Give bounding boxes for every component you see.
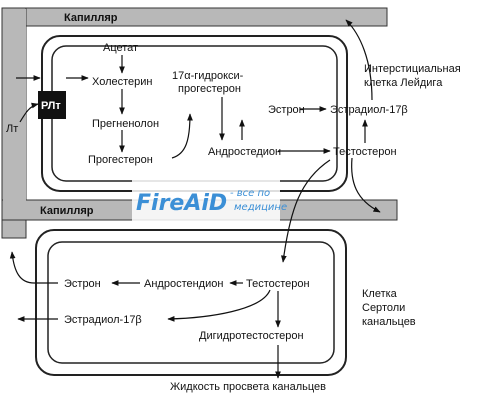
leydig-cholesterol: Холестерин [92, 76, 153, 88]
watermark-tagline-line1: - все по [230, 188, 270, 199]
top-capillary [1, 7, 388, 27]
leydig-title-line1: Интерстициальная [364, 63, 461, 75]
capillary-vessels [1, 7, 398, 239]
sertoli-dht: Дигидротестостерон [199, 330, 304, 342]
leydig-title-line2: клетка Лейдига [364, 77, 443, 89]
lh-label: Лт [6, 123, 18, 135]
leydig-estrone: Эстрон [268, 104, 305, 116]
leydig-testosterone: Тестостерон [333, 146, 397, 158]
lh-receptor-box [38, 91, 66, 119]
watermark-tagline-line2: медицине [234, 202, 287, 213]
watermark-brand: FireAiD [136, 191, 227, 216]
sertoli-title-line3: канальцев [362, 316, 416, 328]
leydig-17oh-line2: прогестерон [178, 83, 241, 95]
leydig-pregnenolone: Прегненолон [92, 118, 159, 130]
sertoli-estrone: Эстрон [64, 278, 101, 290]
leydig-progesterone: Прогестерон [88, 154, 153, 166]
leydig-acetate: Ацетат [103, 42, 138, 54]
sertoli-cell-inner [47, 241, 335, 364]
top-capillary-label: Капилляр [64, 12, 118, 24]
watermark: FireAiD - все по медицине [132, 175, 287, 221]
leydig-17oh-line1: 17α-гидрокси- [172, 70, 244, 82]
lumen-fluid-label: Жидкость просвета канальцев [170, 381, 326, 393]
sertoli-title-line2: Сертоли [362, 302, 405, 314]
sertoli-estradiol: Эстрадиол-17β [64, 314, 142, 326]
leydig-estradiol: Эстрадиол-17β [330, 104, 408, 116]
sertoli-title-line1: Клетка [362, 288, 398, 300]
bottom-capillary-label: Капилляр [40, 205, 94, 217]
lh-receptor-label: РЛт [41, 100, 61, 112]
leydig-androstenedione: Андростедион [208, 146, 281, 158]
sertoli-androstenedione: Андростендион [144, 278, 223, 290]
sertoli-testosterone: Тестостерон [246, 278, 310, 290]
